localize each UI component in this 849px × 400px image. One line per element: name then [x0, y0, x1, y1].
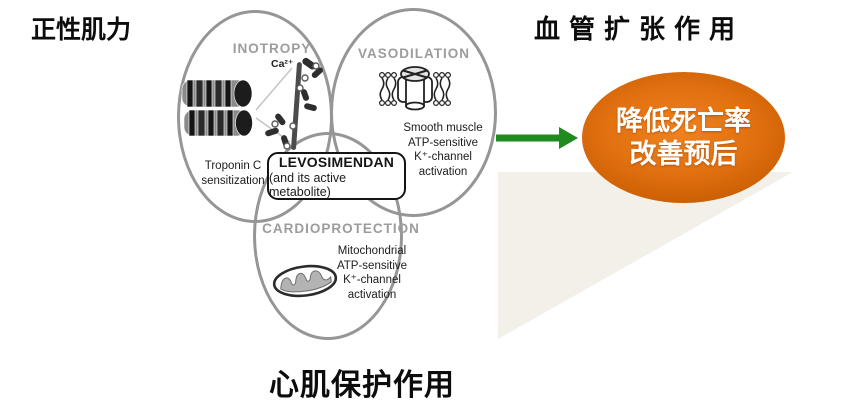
actin-myosin-icon: [255, 57, 323, 150]
mitochondria-icon: [272, 264, 338, 298]
green-arrow-icon: [496, 127, 578, 149]
sarcomere-icon: [181, 79, 253, 137]
outcome-line-1: 降低死亡率: [616, 105, 751, 136]
note-troponin-line-1: Troponin C: [204, 160, 262, 172]
note-smooth-line-3: K⁺-channel: [414, 151, 472, 163]
outcome-ellipse: 降低死亡率 改善预后: [582, 72, 785, 203]
note-mito-line-4: activation: [347, 288, 397, 301]
levosimendan-subtitle: (and its active metabolite): [269, 170, 347, 199]
note-troponin: Troponin C sensitization: [201, 159, 264, 188]
note-mitochondrial: Mitochondrial ATP-sensitive K⁺-channel a…: [337, 244, 407, 302]
note-smooth-line-2: ATP-sensitive: [407, 136, 479, 149]
note-mito-line-3: K⁺-channel: [343, 274, 401, 286]
note-troponin-line-2: sensitization: [201, 174, 265, 187]
note-smooth-muscle: Smooth muscle ATP-sensitive K⁺-channel a…: [403, 121, 482, 179]
note-mito-line-1: Mitochondrial: [337, 245, 407, 257]
heading-cardioprotection-cn: 心肌保护作用: [269, 369, 455, 400]
label-vasodilation: VASODILATION: [358, 46, 470, 61]
label-inotropy: INOTROPY: [232, 41, 312, 56]
heading-vasodilation-cn: 血管扩张作用: [534, 14, 745, 44]
heading-inotropy-cn: 正性肌力: [31, 16, 132, 44]
note-mito-line-2: ATP-sensitive: [336, 259, 408, 272]
note-smooth-line-1: Smooth muscle: [403, 122, 483, 134]
venn-circle-vasodilation: [330, 8, 497, 217]
label-cardioprotection: CARDIOPROTECTION: [262, 221, 420, 236]
levosimendan-title: LEVOSIMENDAN: [278, 153, 395, 170]
levosimendan-box: LEVOSIMENDAN (and its active metabolite): [267, 152, 406, 200]
potassium-channel-icon: [378, 66, 451, 111]
note-smooth-line-4: activation: [418, 165, 468, 178]
calcium-label: Ca²⁺: [271, 58, 294, 70]
venn-circle-cardioprotection: [253, 132, 403, 340]
outcome-line-2: 改善预后: [629, 138, 738, 169]
